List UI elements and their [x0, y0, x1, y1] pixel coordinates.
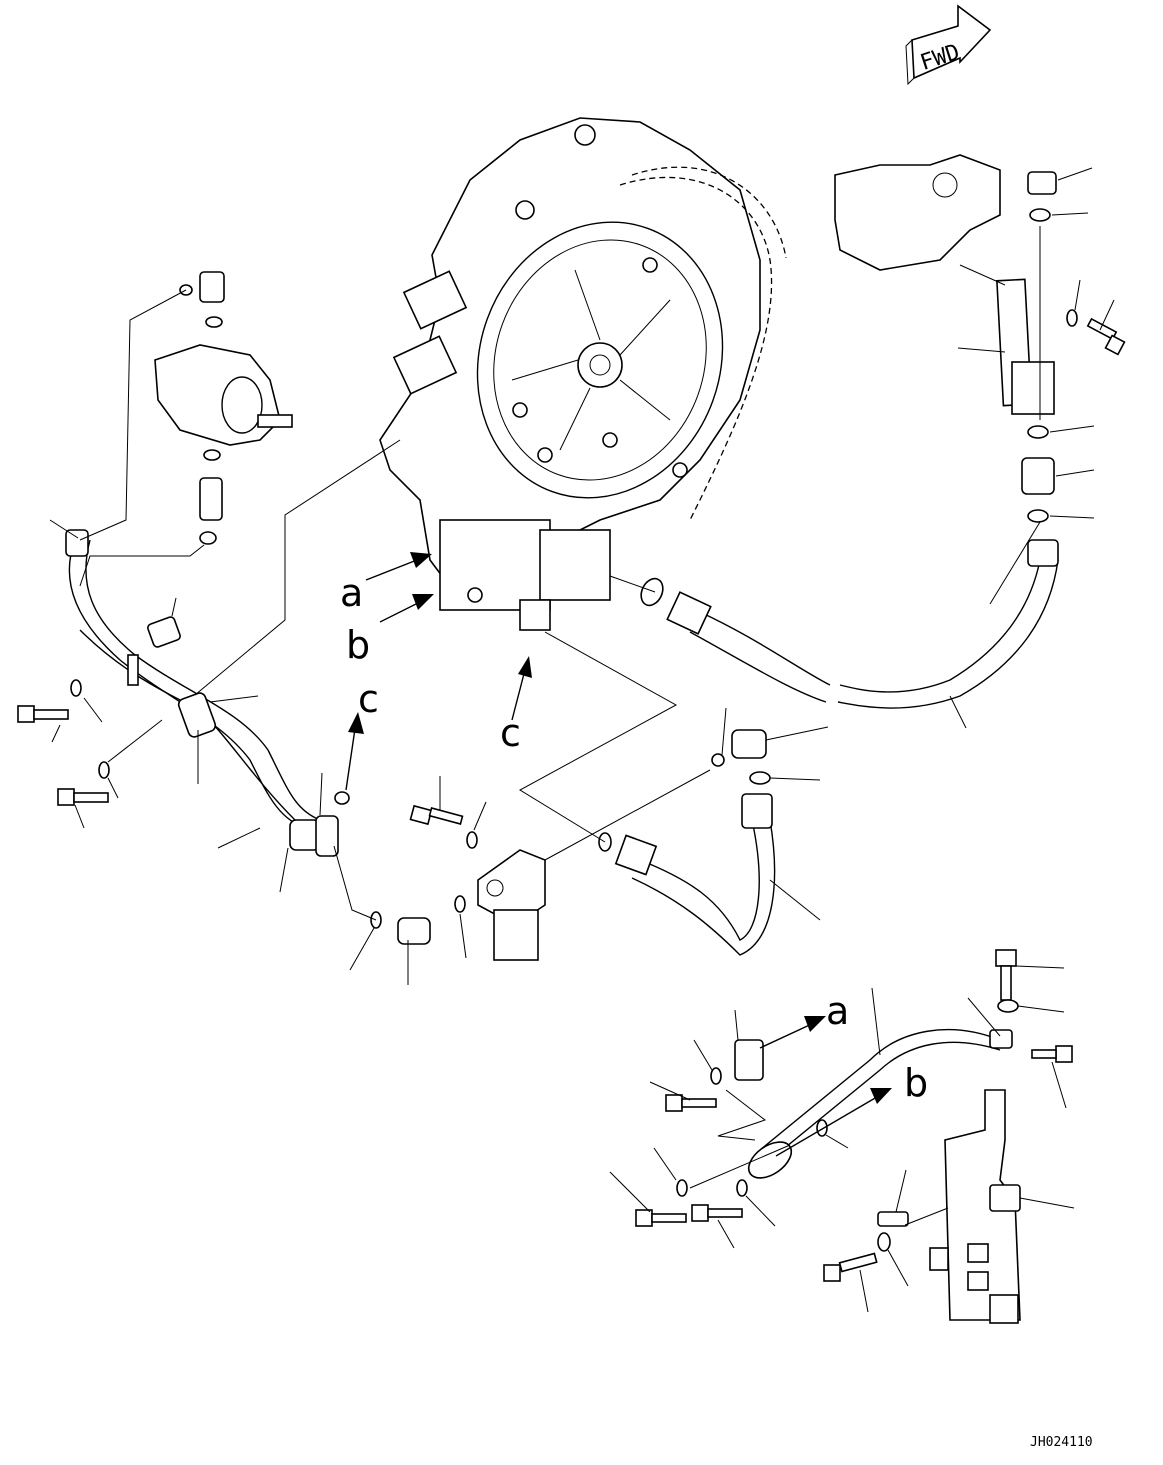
- pump-assembly: [154, 271, 293, 545]
- bolt-top-right-icon: [995, 949, 1017, 1001]
- bracket-lower-right: [929, 1089, 1021, 1324]
- o-ring-right-1: [1027, 425, 1049, 439]
- callout-c-upper: c: [358, 677, 379, 721]
- left-hoses: [65, 529, 339, 857]
- fitting-right-icon: [1021, 457, 1055, 495]
- washer-left-1: [70, 679, 82, 697]
- bolt-lower-4-icon: [823, 1252, 878, 1282]
- arrow-b-upper-icon: [379, 594, 434, 623]
- bolt-lower-3-icon: [691, 1204, 743, 1222]
- bolt-upper-right-icon: [1086, 317, 1126, 356]
- plug-icon: [1027, 171, 1057, 195]
- elbow-fitting-lower-icon: [397, 917, 431, 945]
- o-ring-right-2: [1027, 509, 1049, 523]
- arrow-c-upper-icon: [345, 712, 364, 791]
- washer-upper-right: [1066, 309, 1078, 327]
- clamp-block-lower: [734, 1039, 764, 1081]
- arrow-b-lower-icon: [775, 1088, 892, 1157]
- washer-lower-2: [676, 1179, 688, 1197]
- bolt-left-1-icon: [17, 705, 69, 723]
- o-ring-center-right-2: [749, 771, 771, 785]
- washer-lower-1: [710, 1067, 722, 1085]
- bolt-lower-2-icon: [635, 1209, 687, 1227]
- washer-lower-3: [736, 1179, 748, 1197]
- callout-c-lower: c: [500, 711, 521, 755]
- bolt-lower-1-icon: [665, 1094, 717, 1112]
- arrow-c-lower-icon: [511, 656, 532, 721]
- elbow-fitting-center-icon: [731, 729, 767, 759]
- tube-lower-right: [747, 1028, 1013, 1179]
- washer-center: [466, 831, 478, 849]
- callout-a-upper: a: [340, 571, 363, 615]
- callout-b-lower: b: [904, 1061, 928, 1105]
- callout-a-lower: a: [826, 989, 849, 1033]
- upper-right-bracket: [834, 154, 1055, 415]
- washer-left-2: [98, 761, 110, 779]
- filter-block: [477, 849, 546, 961]
- fwd-arrow-icon: FWD: [905, 4, 992, 86]
- arrow-a-lower-icon: [759, 1016, 826, 1049]
- drawing-id: JH024110: [1030, 1435, 1093, 1450]
- bolt-center-icon: [409, 804, 464, 826]
- washer-top-right: [997, 999, 1019, 1013]
- o-ring-filter: [454, 895, 466, 913]
- bolt-short-right-icon: [1031, 1045, 1073, 1063]
- o-ring-lower-b: [816, 1119, 828, 1137]
- clip-lower-icon: [877, 1211, 909, 1227]
- washer-lower-4: [877, 1232, 891, 1252]
- callout-b-upper: b: [346, 623, 370, 667]
- arrow-a-upper-icon: [365, 552, 432, 581]
- leader-lines: [49, 167, 1115, 1313]
- transmission-housing: [379, 117, 787, 631]
- center-hose: [614, 793, 776, 956]
- bolt-left-2-icon: [57, 788, 109, 806]
- o-ring-center-right: [711, 753, 725, 767]
- o-ring-upper-right: [1029, 208, 1051, 222]
- o-ring-c: [334, 791, 350, 805]
- right-hose: [640, 539, 1059, 709]
